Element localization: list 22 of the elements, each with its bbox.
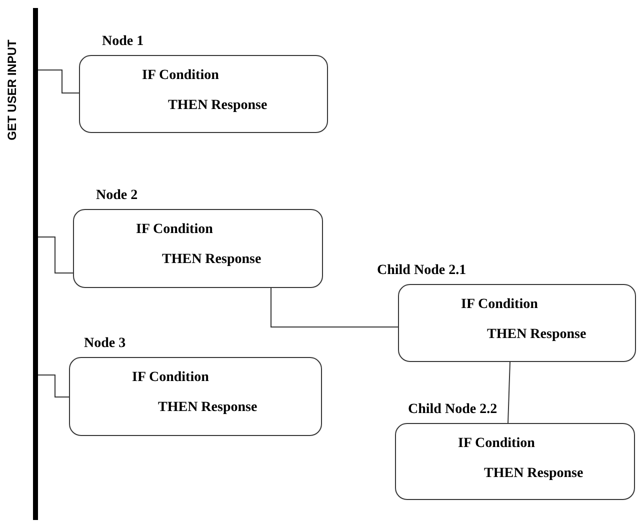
node-heading: Child Node 2.2 [408, 402, 498, 418]
condition-text: IF Condition [136, 222, 213, 238]
node-heading: Child Node 2.1 [377, 263, 466, 279]
connector-line [38, 70, 80, 94]
node-heading: Node 1 [102, 34, 144, 50]
condition-text: IF Condition [461, 297, 538, 313]
condition-text: IF Condition [458, 436, 535, 452]
bar-label: GET USER INPUT [5, 40, 19, 140]
connector-line [38, 236, 74, 274]
node-heading: Node 3 [84, 336, 126, 352]
response-text: THEN Response [158, 400, 258, 416]
response-text: THEN Response [484, 466, 584, 482]
response-text: THEN Response [162, 252, 262, 268]
vertical-bar [33, 8, 38, 520]
connector-line [508, 362, 510, 424]
response-text: THEN Response [487, 327, 586, 343]
connector-line [270, 288, 398, 328]
condition-text: IF Condition [132, 370, 209, 386]
connector-line [38, 374, 70, 398]
condition-text: IF Condition [142, 68, 219, 84]
node-heading: Node 2 [96, 188, 138, 204]
response-text: THEN Response [168, 98, 268, 114]
